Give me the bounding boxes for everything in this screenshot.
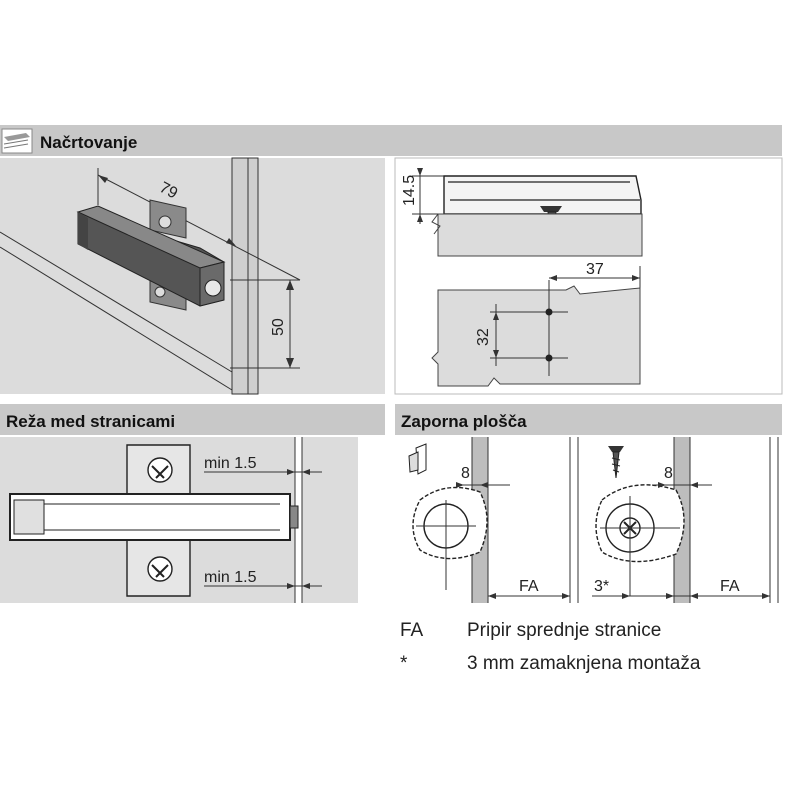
legend-row: FA Pripir sprednje stranice bbox=[400, 614, 790, 647]
dim-fa-left: FA bbox=[519, 578, 539, 595]
dim-min-gap-top: min 1.5 bbox=[204, 455, 257, 472]
panel-plate-detail: 8 FA 8 3* FA bbox=[408, 437, 779, 603]
glue-pad-icon bbox=[408, 443, 427, 475]
legend-text: 3 mm zamaknjena montaža bbox=[467, 652, 701, 674]
section-title-planning: Načrtovanje bbox=[40, 133, 137, 152]
section-title-gap: Reža med stranicami bbox=[6, 412, 175, 431]
dim-fa-right: FA bbox=[720, 578, 740, 595]
legend-text: Pripir sprednje stranice bbox=[467, 619, 662, 641]
dim-depth: 79 bbox=[156, 179, 180, 202]
panel-planning-sideview: 14.5 37 32 bbox=[394, 157, 783, 395]
legend: FA Pripir sprednje stranice * 3 mm zamak… bbox=[400, 614, 790, 680]
push-latch-body bbox=[76, 199, 226, 311]
dim-offset: 3* bbox=[594, 578, 609, 595]
legend-row: * 3 mm zamaknjena montaža bbox=[400, 647, 790, 680]
header-bar-plate bbox=[395, 404, 782, 435]
screw-head-icon bbox=[147, 457, 173, 483]
dim-height: 50 bbox=[270, 318, 287, 336]
header-bar-planning bbox=[0, 125, 782, 156]
dim-plate-height: 14.5 bbox=[401, 175, 418, 206]
dim-hole-spacing: 32 bbox=[475, 328, 492, 346]
panel-planning-perspective: 79 50 bbox=[0, 157, 385, 395]
pencil-ruler-icon bbox=[1, 128, 33, 154]
screw-head-icon bbox=[147, 556, 173, 582]
header-bar-gap bbox=[0, 404, 385, 435]
dim-min-gap-bottom: min 1.5 bbox=[204, 569, 257, 586]
dim-edge-right: 8 bbox=[664, 465, 673, 482]
legend-key: * bbox=[400, 652, 408, 674]
section-title-plate: Zaporna plošča bbox=[401, 412, 527, 431]
dim-edge-left: 8 bbox=[461, 465, 470, 482]
legend-key: FA bbox=[400, 619, 424, 641]
dim-setback: 37 bbox=[586, 261, 604, 278]
panel-gap-detail: min 1.5 min 1.5 bbox=[0, 437, 358, 603]
screw-icon bbox=[608, 446, 624, 479]
